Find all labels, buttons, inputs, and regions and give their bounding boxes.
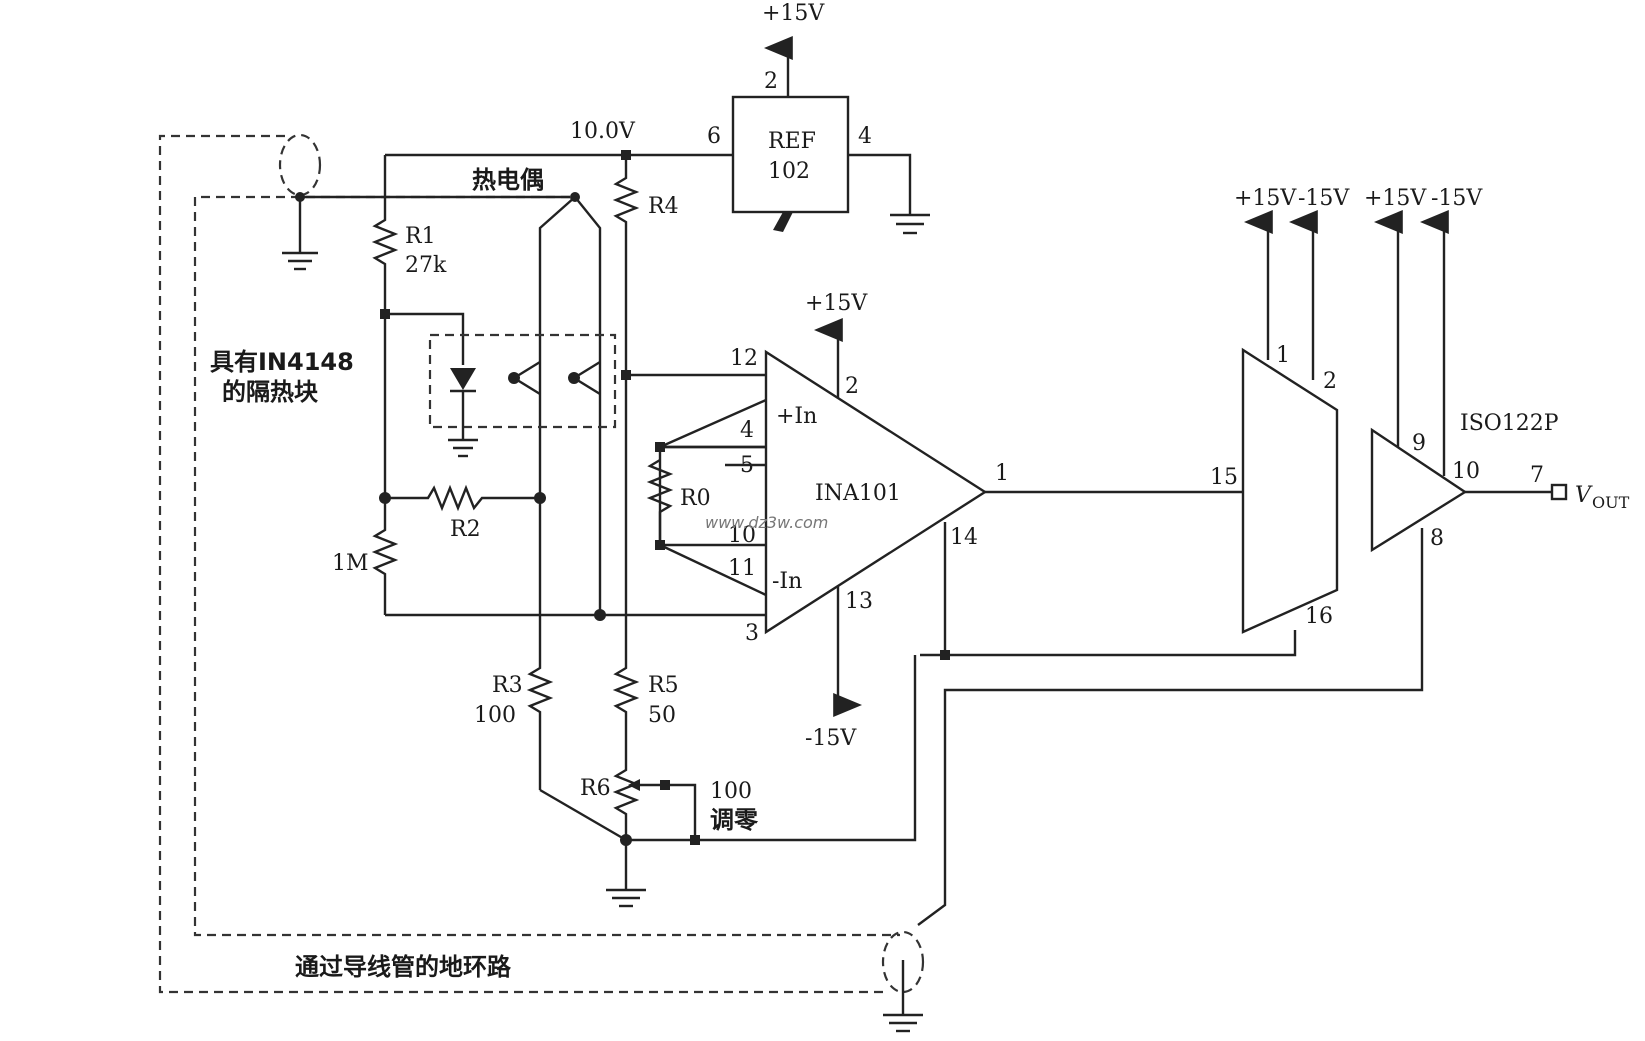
iso-pin-9: 9 [1412,431,1426,456]
amp-pin-3: 3 [745,621,759,646]
r5-label: R5 [648,673,679,698]
resistor-r3 [526,655,554,790]
amp-pin-2: 2 [845,374,859,399]
wire-ref-to-iso16 [920,630,1297,657]
iso122p-output-stage [1370,427,1468,553]
iso-block-label-2: 的隔热块 [222,378,318,406]
thermocouple-label: 热电偶 [472,166,544,194]
watermark: www.dz3w.com [705,513,828,532]
r-1m-label: 1M [332,551,369,576]
iso-pin-16: 16 [1305,604,1333,629]
r3-value: 100 [474,703,516,728]
ref-pin-2: 2 [764,69,778,94]
vout-label: V [1575,483,1593,508]
amp-pin-12: 12 [730,346,758,371]
resistor-r2 [385,484,540,512]
amp-pin-14: 14 [950,525,978,550]
amp-pin-4: 4 [740,418,754,443]
wire-common-ground [626,655,917,842]
ref-pin-4: 4 [858,124,872,149]
resistor-r5 [612,655,640,760]
iso-pin-10: 10 [1452,459,1480,484]
iso-pin-8: 8 [1430,526,1444,551]
r3-label: R3 [492,673,523,698]
amp-pin-13: 13 [845,589,873,614]
iso-pin-2: 2 [1323,369,1337,394]
diode-1n4148-icon [448,368,478,458]
wire-r3-bottom [539,788,627,842]
ref-output-label: 10.0V [570,119,636,144]
amp-vplus-label: +15V [805,291,868,316]
iso-block-label-1: 具有IN4148 [210,348,354,376]
amp-pin-11: 11 [728,556,756,581]
r6-label: R6 [580,776,611,801]
ref-mark-icon [773,212,793,232]
r1-value: 27k [405,253,447,278]
iso122p-input-stage [1241,347,1339,634]
amp-vminus-label: -15V [805,726,857,751]
zero-adjust-label: 调零 [710,806,759,834]
shield-ellipse-bottom [881,930,925,994]
resistor-1m [371,498,399,615]
isothermal-block [428,333,617,429]
amp-pin-1: 1 [995,461,1009,486]
ground-symbol-shield [282,192,318,271]
ref-label-1: REF [768,129,816,154]
ref-pin-6: 6 [707,124,721,149]
ref-label-2: 102 [768,159,810,184]
ina101-amplifier [764,349,988,635]
in-plus-label: +In [776,404,817,429]
vout-terminal[interactable] [1550,483,1568,501]
ina101-label: INA101 [815,481,901,506]
r4-label: R4 [648,194,679,219]
shield-ellipse-top [278,133,322,197]
iso-vminus-b-label: -15V [1431,186,1483,211]
iso-pin-7: 7 [1530,463,1544,488]
ro-label: R0 [680,486,711,511]
ref102-block: REF 102 [731,95,850,232]
ground-symbol-ref [848,153,930,235]
in-minus-label: -In [772,569,802,594]
r6-value: 100 [710,779,752,804]
tc-junction-icons [508,360,601,396]
iso122p-label: ISO122P [1460,411,1559,436]
ground-loop-path [158,133,925,994]
thermocouple-wires [538,192,602,655]
iso-vplus-a-label: +15V [1234,186,1297,211]
r1-label: R1 [405,224,436,249]
wire-r1-to-diode [385,312,465,365]
iso-pin-1: 1 [1276,343,1290,368]
iso-vplus-b-label: +15V [1364,186,1427,211]
ground-loop-label: 通过导线管的地环路 [295,953,512,981]
resistor-r1 [371,155,399,314]
vout-sub-label: OUT [1592,493,1630,512]
potentiometer-r6 [612,760,697,840]
iso-pin-15: 15 [1210,465,1238,490]
r5-value: 50 [648,703,676,728]
resistor-r4 [612,155,640,240]
iso-vminus-a-label: -15V [1298,186,1350,211]
r2-label: R2 [450,517,481,542]
wire-iso8-return [917,528,1424,926]
ground-symbol-bottom [606,840,646,908]
ref-supply-label: +15V [762,1,825,26]
ro-gain-network [646,398,767,597]
ground-symbol-conduit [883,960,923,1033]
